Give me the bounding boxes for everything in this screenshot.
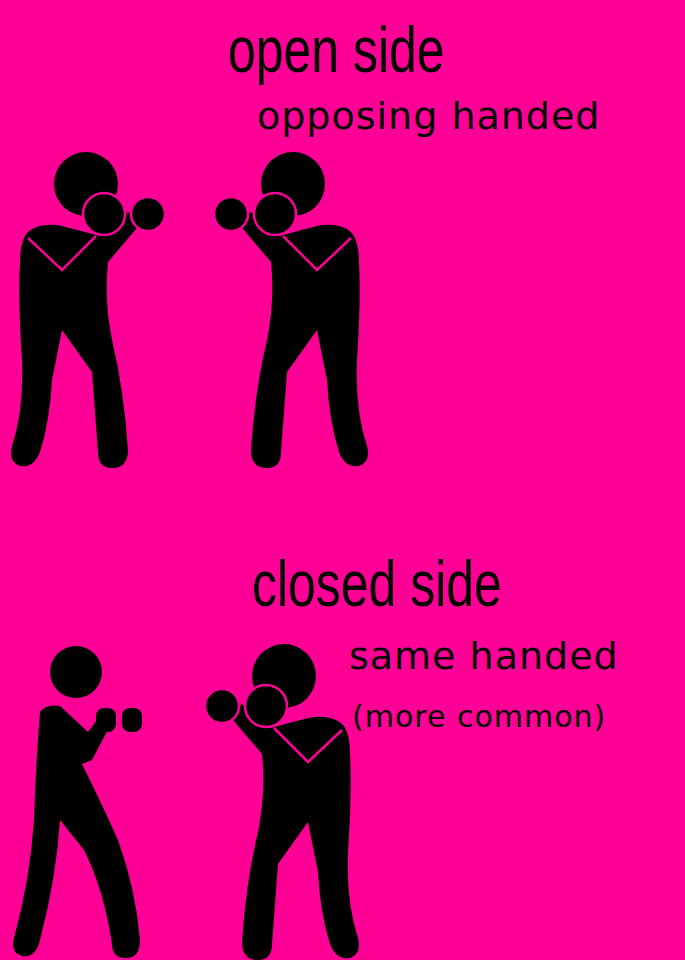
section-subheading: same handed bbox=[349, 637, 619, 675]
section-heading: closed side bbox=[252, 552, 502, 616]
boxer-figure bbox=[205, 644, 359, 960]
boxer-figure bbox=[13, 646, 142, 958]
section-subheading: opposing handed bbox=[257, 97, 600, 135]
note-text: (more common) bbox=[352, 702, 606, 732]
boxer-figure bbox=[11, 152, 165, 468]
section-heading: open side bbox=[228, 18, 444, 82]
boxer-figure bbox=[214, 152, 368, 468]
